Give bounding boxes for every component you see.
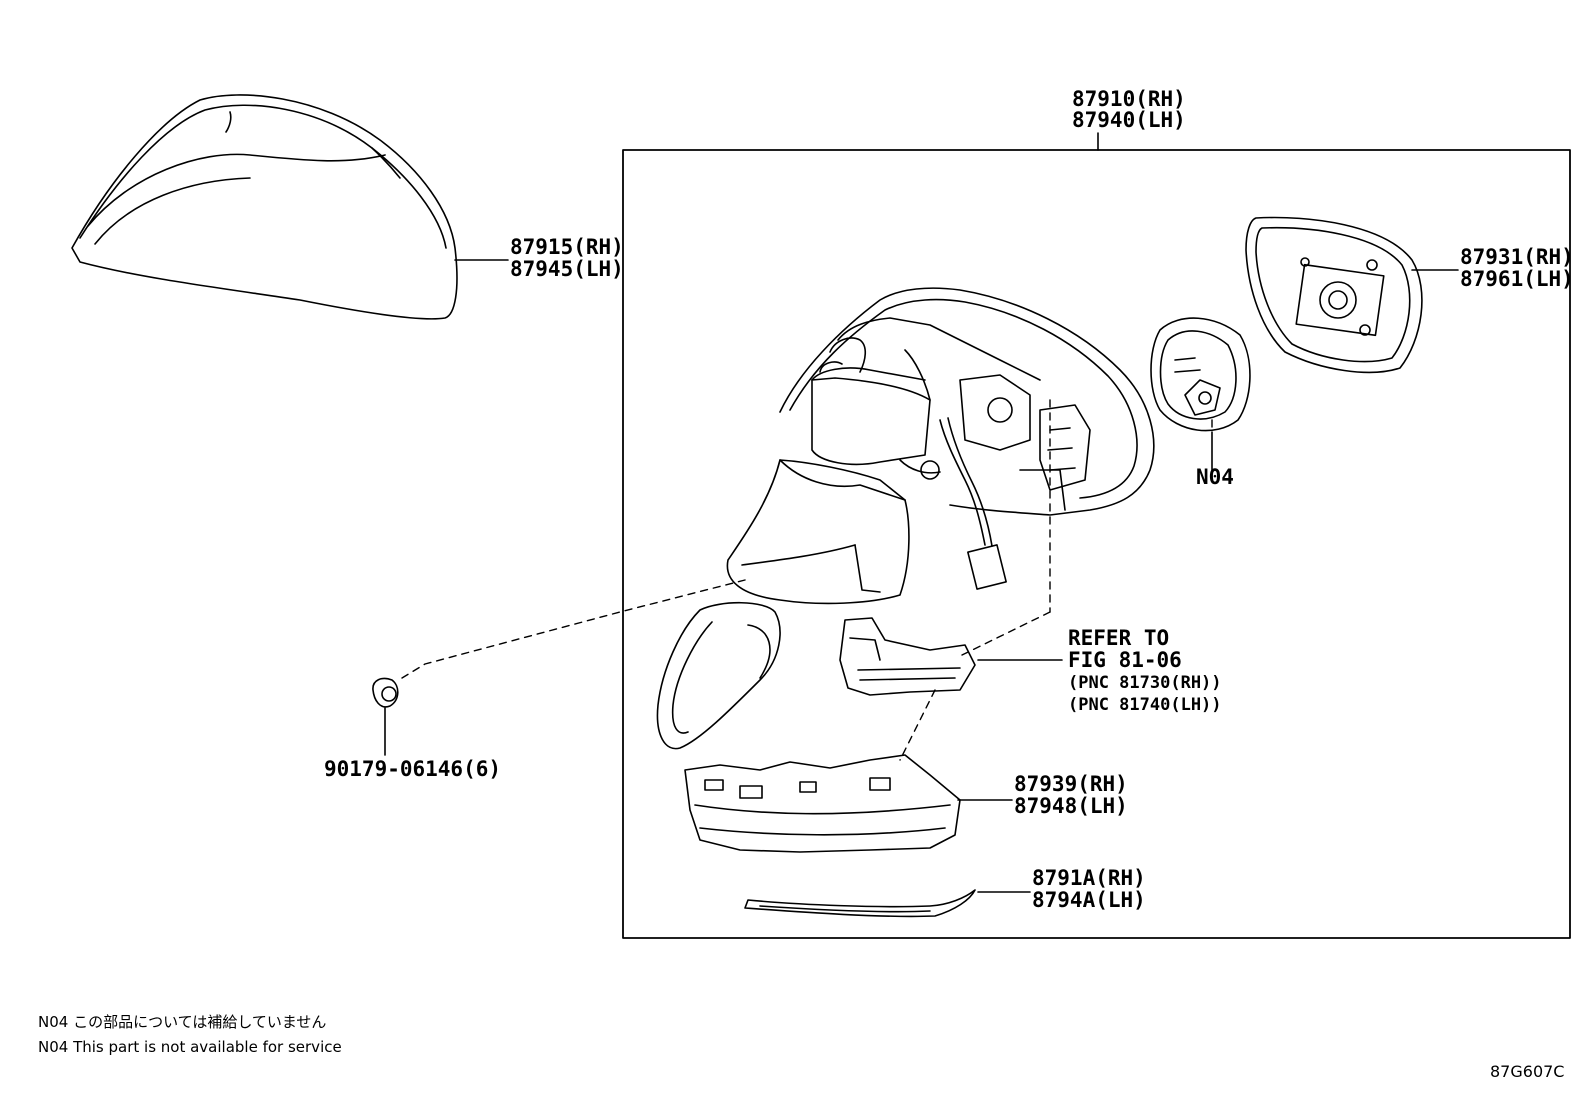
assembly-label-lh: 87940(LH) <box>1072 108 1186 132</box>
lens-label-rh: 87939(RH) <box>1014 772 1128 796</box>
glass-label-rh: 87931(RH) <box>1460 245 1574 269</box>
refer-line1: REFER TO <box>1068 626 1170 650</box>
mirror-glass-drawing <box>1245 216 1423 374</box>
glass-label-lh: 87961(LH) <box>1460 267 1574 291</box>
lens-label-lh: 87948(LH) <box>1014 794 1128 818</box>
lamp-lens-drawing <box>684 754 961 853</box>
garnish-label-rh: 8791A(RH) <box>1032 866 1146 890</box>
mirror-cover-drawing <box>71 94 458 320</box>
mirror-body-drawing <box>656 287 1155 750</box>
refer-line2: FIG 81-06 <box>1068 648 1182 672</box>
actuator-label: N04 <box>1196 465 1234 489</box>
turn-lamp-drawing <box>839 617 976 696</box>
note-en: N04 This part is not available for servi… <box>38 1038 342 1056</box>
note-jp: N04 この部品については補給していません <box>38 1013 327 1031</box>
clip-drawing <box>372 677 399 708</box>
refer-line3: (PNC 81730(RH)) <box>1068 673 1222 693</box>
figure-id: 87G607C <box>1490 1062 1565 1081</box>
dashed-guides <box>401 399 1213 761</box>
assembly-label-rh: 87910(RH) <box>1072 87 1186 111</box>
cover-label-rh: 87915(RH) <box>510 235 624 259</box>
clip-label: 90179-06146(6) <box>324 757 502 781</box>
refer-line4: (PNC 81740(LH)) <box>1068 695 1222 715</box>
garnish-drawing <box>744 889 976 918</box>
assembly-frame <box>622 149 1571 939</box>
cover-label-lh: 87945(LH) <box>510 257 624 281</box>
actuator-drawing <box>1150 317 1251 432</box>
garnish-label-lh: 8794A(LH) <box>1032 888 1146 912</box>
